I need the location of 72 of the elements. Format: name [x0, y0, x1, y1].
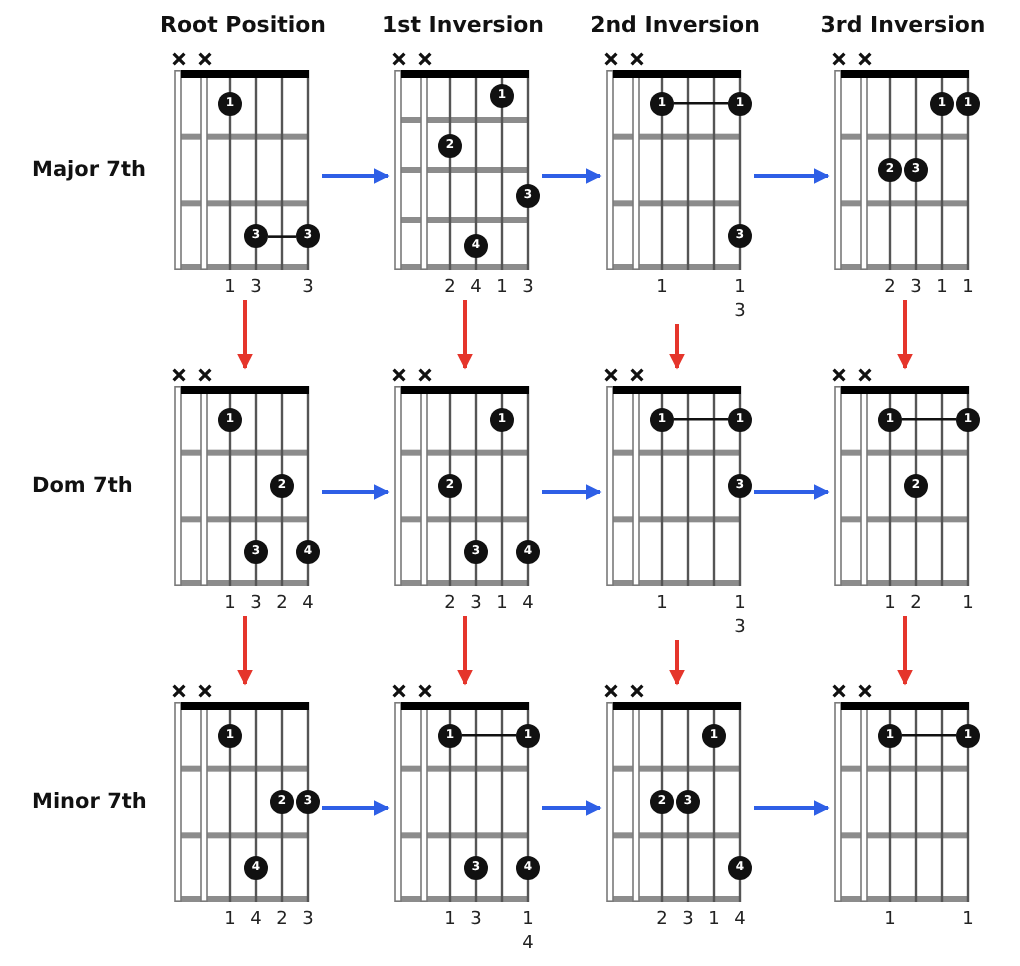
barre-line	[674, 418, 728, 421]
finger-number: 1	[656, 592, 668, 616]
finger-number: 4	[522, 592, 534, 616]
finger-number: 2	[884, 276, 896, 300]
arrow	[322, 484, 390, 500]
row-heading: Major 7th	[32, 156, 146, 184]
arrow	[457, 616, 473, 686]
finger-number: 3	[734, 616, 746, 640]
column-heading: Root Position	[159, 12, 327, 40]
finger-number: 1	[884, 908, 896, 932]
finger-number: 1	[734, 592, 746, 616]
finger-number: 1	[224, 276, 236, 300]
finger-number: 2	[276, 592, 288, 616]
arrow	[754, 800, 830, 816]
arrow	[897, 616, 913, 686]
arrow	[542, 168, 602, 184]
arrow	[897, 300, 913, 370]
finger-number: 1	[444, 908, 456, 932]
finger-number: 3	[734, 300, 746, 324]
finger-number: 2	[444, 276, 456, 300]
row-heading: Dom 7th	[32, 472, 133, 500]
arrow	[322, 168, 390, 184]
finger-number: 4	[470, 276, 482, 300]
finger-number: 1	[962, 276, 974, 300]
finger-number: 1	[224, 592, 236, 616]
finger-number: 1	[734, 276, 746, 300]
barre-line	[462, 734, 516, 737]
arrow	[754, 168, 830, 184]
arrow	[542, 800, 602, 816]
finger-number: 1	[936, 276, 948, 300]
finger-number: 2	[276, 908, 288, 932]
finger-number: 1	[522, 908, 534, 932]
finger-number: 4	[250, 908, 262, 932]
finger-number: 2	[910, 592, 922, 616]
finger-number: 1	[962, 592, 974, 616]
finger-number: 1	[496, 592, 508, 616]
finger-number: 2	[444, 592, 456, 616]
arrow	[237, 616, 253, 686]
barre-line	[268, 235, 296, 238]
arrow	[754, 484, 830, 500]
arrow	[669, 640, 685, 686]
finger-number: 1	[962, 908, 974, 932]
arrow	[322, 800, 390, 816]
row-heading: Minor 7th	[32, 788, 147, 816]
barre-line	[902, 734, 956, 737]
finger-number: 3	[302, 276, 314, 300]
arrow	[457, 300, 473, 370]
finger-number: 1	[708, 908, 720, 932]
column-heading: 3rd Inversion	[820, 12, 986, 40]
finger-number: 4	[302, 592, 314, 616]
finger-number: 3	[522, 276, 534, 300]
barre-line	[674, 102, 728, 105]
finger-number: 3	[910, 276, 922, 300]
finger-number: 1	[884, 592, 896, 616]
arrow	[542, 484, 602, 500]
finger-number: 4	[734, 908, 746, 932]
finger-number: 3	[250, 276, 262, 300]
finger-number: 3	[302, 908, 314, 932]
barre-line	[902, 418, 956, 421]
finger-number: 1	[656, 276, 668, 300]
finger-number: 3	[470, 592, 482, 616]
column-heading: 2nd Inversion	[590, 12, 760, 40]
column-heading: 1st Inversion	[382, 12, 544, 40]
finger-number: 4	[522, 932, 534, 956]
arrow	[237, 300, 253, 370]
finger-number: 1	[496, 276, 508, 300]
finger-number: 1	[224, 908, 236, 932]
finger-number: 3	[250, 592, 262, 616]
finger-number: 2	[656, 908, 668, 932]
finger-number: 3	[682, 908, 694, 932]
finger-number: 3	[470, 908, 482, 932]
arrow	[669, 324, 685, 370]
